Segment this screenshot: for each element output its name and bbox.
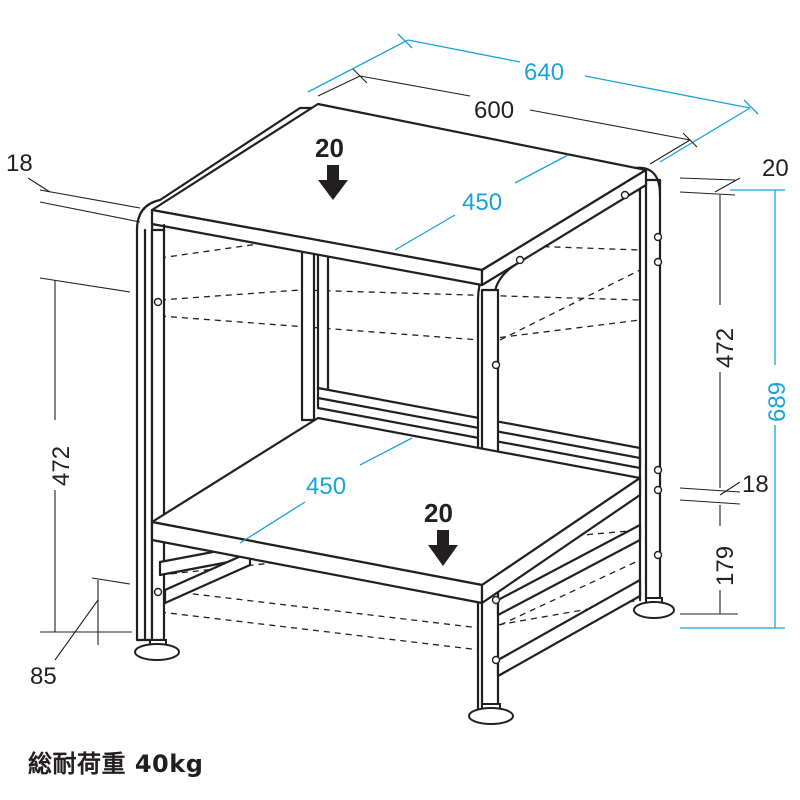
top-shelf — [150, 102, 648, 287]
top-depth-label: 450 — [462, 189, 502, 216]
hole-icon — [653, 257, 663, 267]
lower-height-label: 179 — [712, 546, 739, 586]
hole-icon — [515, 255, 525, 265]
total-width-label: 640 — [524, 59, 564, 86]
blue-dimensions: 640 450 450 689 — [239, 33, 791, 629]
hole-icon — [153, 587, 163, 597]
hole-icon — [653, 465, 663, 475]
bottom-shelf — [150, 416, 642, 605]
upper-clearance-left-label: 472 — [48, 446, 75, 486]
down-arrow-icon — [318, 165, 348, 200]
bottom-depth-label: 450 — [306, 473, 346, 500]
hole-icon — [153, 297, 163, 307]
upper-clearance-right-label: 472 — [712, 328, 739, 368]
hole-icon — [491, 360, 501, 370]
hole-icon — [653, 485, 663, 495]
feet — [134, 597, 675, 725]
top-load: 20 — [315, 133, 348, 200]
bottom-load-label: 20 — [424, 498, 453, 528]
foot-height-label: 85 — [30, 663, 57, 690]
foot-front-right — [468, 703, 514, 725]
frame-holes — [153, 190, 663, 665]
shelf-width-label: 600 — [474, 97, 514, 124]
hole-icon — [653, 232, 663, 242]
top-load-label: 20 — [315, 133, 344, 163]
lower-board-thickness-label: 18 — [742, 471, 769, 498]
total-load-capacity-caption: 総耐荷重 40kg — [28, 750, 204, 778]
foot-back-right — [633, 597, 675, 619]
bottom-load: 20 — [424, 498, 458, 566]
hole-icon — [491, 595, 501, 605]
hole-icon — [653, 550, 663, 560]
down-arrow-icon — [428, 530, 458, 566]
top-board-thickness-label: 18 — [6, 150, 33, 177]
foot-front-left — [134, 639, 180, 661]
black-dimensions: 600 18 472 85 20 472 18 1 — [6, 68, 789, 690]
hole-icon — [620, 190, 630, 200]
total-height-label: 689 — [764, 382, 791, 422]
top-shelf-right-label: 20 — [762, 155, 789, 182]
hole-icon — [491, 655, 501, 665]
